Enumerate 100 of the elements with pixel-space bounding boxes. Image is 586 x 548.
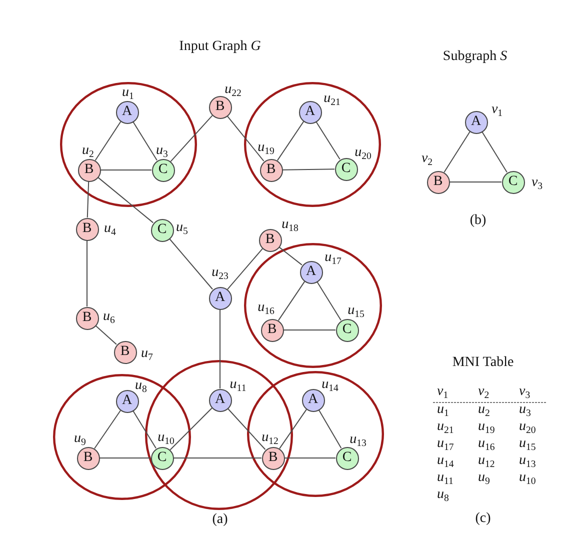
vertex-label: u$_{3}$ xyxy=(156,144,168,158)
table-cell: u$_{21}$ xyxy=(437,420,454,434)
vertex-label: u$_{10}$ xyxy=(158,431,174,445)
table-cell: u$_{19}$ xyxy=(478,420,495,434)
vertex-label: u$_{19}$ xyxy=(258,141,274,155)
vertex-label: v$_{2}$ xyxy=(421,152,433,166)
edge-line xyxy=(86,240,88,307)
edge-line xyxy=(278,246,302,266)
edge-line xyxy=(168,238,214,290)
vertex-circle: C xyxy=(150,218,174,242)
vertex-circle: B xyxy=(114,340,136,364)
edge-line xyxy=(444,131,470,173)
table-cell: u$_{12}$ xyxy=(478,454,495,468)
edge-line xyxy=(170,408,212,450)
vertex-circle: B xyxy=(260,158,282,182)
table-cell: u$_{13}$ xyxy=(519,454,536,468)
vertex-circle: A xyxy=(116,390,138,412)
vertex-label: u$_{22}$ xyxy=(224,83,242,97)
vertex-label: u$_{18}$ xyxy=(282,218,298,232)
vertex-circle: A xyxy=(298,100,322,124)
vertex-circle: A xyxy=(116,100,138,124)
vertex-label: u$_{2}$ xyxy=(82,144,94,158)
edge-line xyxy=(316,121,340,160)
table-cell: u$_{2}$ xyxy=(478,403,490,417)
vertex-label: u$_{17}$ xyxy=(324,251,342,265)
table-cell: u$_{10}$ xyxy=(519,471,536,485)
edge-line xyxy=(316,281,342,321)
vertex-circle: A xyxy=(302,388,324,412)
vertex-circle: C xyxy=(336,446,358,470)
vertex-circle: C xyxy=(152,158,174,182)
vertex-label: u$_{7}$ xyxy=(141,347,153,361)
vertex-label: u$_{21}$ xyxy=(324,92,340,106)
group-ring xyxy=(244,82,381,207)
vertex-circle: B xyxy=(208,96,232,118)
vertex-circle: C xyxy=(502,170,524,194)
table-cell: u$_{14}$ xyxy=(437,454,454,468)
vertex-label: u$_{15}$ xyxy=(348,304,364,318)
vertex-label: v$_{1}$ xyxy=(491,103,503,117)
vertex-circle: B xyxy=(258,228,282,252)
vertex-circle: A xyxy=(208,286,232,310)
vertex-label: u$_{12}$ xyxy=(262,431,278,445)
vertex-label: u$_{9}$ xyxy=(74,432,86,446)
panel-caption: (c) xyxy=(475,512,491,526)
table-cell: u$_{9}$ xyxy=(478,471,490,485)
vertex-circle: B xyxy=(260,318,284,342)
group-ring xyxy=(244,243,382,368)
edge-line xyxy=(276,121,304,161)
table-cell: u$_{11}$ xyxy=(437,471,454,485)
edge-line xyxy=(226,115,264,162)
vertex-circle: B xyxy=(76,306,98,330)
edge-line xyxy=(278,281,306,321)
edge-line xyxy=(86,181,90,218)
panel-caption: (b) xyxy=(470,214,486,228)
edge-line xyxy=(227,408,266,450)
panel-title: Subgraph S xyxy=(442,50,508,64)
vertex-label: u$_{4}$ xyxy=(104,222,116,236)
vertex-circle: B xyxy=(76,218,98,240)
vertex-label: u$_{16}$ xyxy=(258,301,274,315)
vertex-circle: C xyxy=(150,446,174,470)
vertex-circle: C xyxy=(334,158,358,180)
edge-line xyxy=(97,176,154,224)
vertex-label: v$_{3}$ xyxy=(531,176,543,190)
vertex-circle: B xyxy=(78,158,100,182)
edge-line xyxy=(94,121,122,161)
edge-line xyxy=(132,121,158,161)
table-cell: u$_{17}$ xyxy=(437,437,454,451)
vertex-label: u$_{20}$ xyxy=(354,146,372,160)
vertex-label: u$_{14}$ xyxy=(322,378,338,392)
vertex-label: u$_{5}$ xyxy=(176,221,188,235)
edge-line xyxy=(132,410,156,449)
vertex-circle: A xyxy=(464,110,488,134)
edge-line xyxy=(227,248,263,290)
table-header: v$_{1}$ xyxy=(437,385,448,399)
table-cell: u$_{15}$ xyxy=(519,437,536,451)
table-cell: u$_{3}$ xyxy=(519,403,531,417)
vertex-label: u$_{23}$ xyxy=(212,266,228,280)
edge-line xyxy=(482,131,508,173)
panel-title: Input Graph G xyxy=(179,40,261,54)
vertex-circle: C xyxy=(336,318,358,342)
edge-line xyxy=(95,325,117,345)
panel-caption: (a) xyxy=(212,513,228,527)
edge-line xyxy=(279,408,307,450)
vertex-label: u$_{1}$ xyxy=(122,86,134,100)
edge-line xyxy=(94,410,121,449)
table-cell: u$_{20}$ xyxy=(519,420,536,434)
vertex-circle: A xyxy=(208,388,232,412)
vertex-label: u$_{13}$ xyxy=(350,433,366,447)
table-cell: u$_{8}$ xyxy=(437,488,449,502)
table-cell: u$_{1}$ xyxy=(437,403,449,417)
table-cell: u$_{16}$ xyxy=(478,437,495,451)
table-header: v$_{2}$ xyxy=(478,385,490,399)
vertex-circle: B xyxy=(262,446,284,470)
vertex-label: u$_{11}$ xyxy=(230,378,246,392)
edge-line xyxy=(282,168,335,170)
edge-line xyxy=(318,409,342,449)
vertex-circle: B xyxy=(426,170,450,194)
group-ring xyxy=(60,82,197,207)
vertex-circle: A xyxy=(300,260,322,284)
table-title: MNI Table xyxy=(452,356,514,370)
vertex-circle: B xyxy=(76,446,100,470)
